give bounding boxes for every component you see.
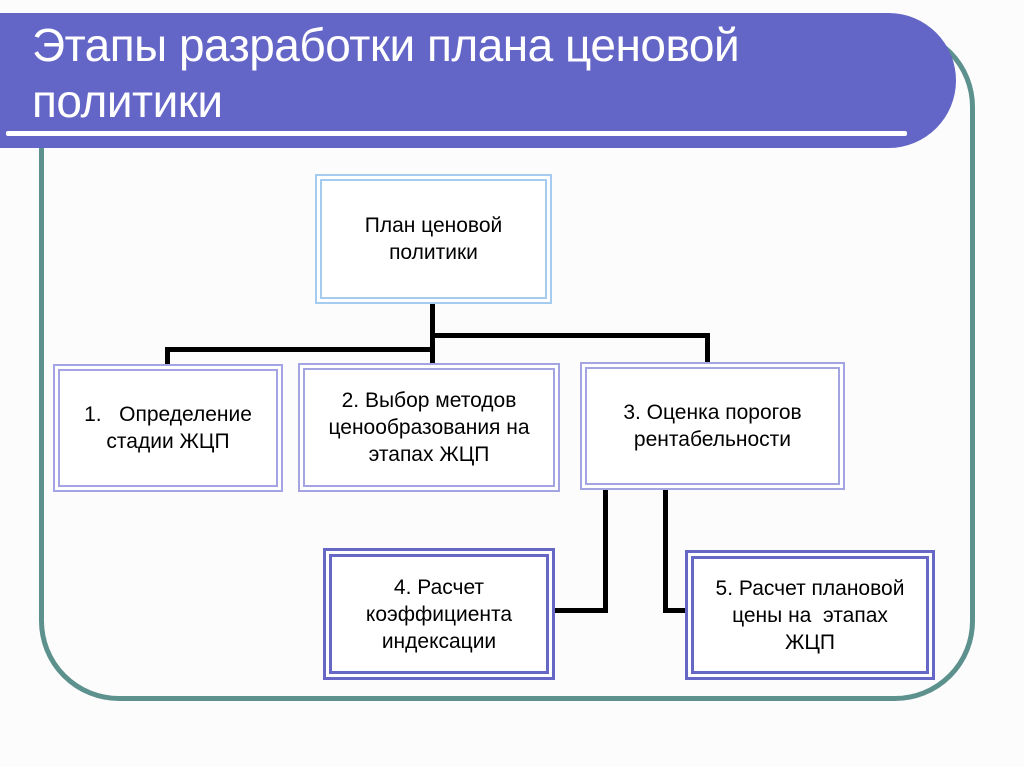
node-step-5-label: 5. Расчет плановой цены на этапах ЖЦП <box>715 576 905 654</box>
node-pricing-plan: План ценовой политики <box>315 174 552 304</box>
connector-root-stem <box>430 298 435 367</box>
connector-step3-to-step4-drop <box>603 488 608 613</box>
connector-step3-to-step5-drop <box>663 488 668 613</box>
connector-step3-to-step4-elbow <box>552 608 608 613</box>
node-step-3-label: 3. Оценка порогов рентабельности <box>623 401 802 451</box>
connector-step3-to-step5-elbow <box>665 608 687 613</box>
connector-right-horizontal <box>430 333 710 338</box>
title-bar: Этапы разработки плана ценовой политики <box>0 13 956 148</box>
node-step-5: 5. Расчет плановой цены на этапах ЖЦП <box>685 550 935 680</box>
connector-right-drop <box>705 333 710 366</box>
node-step-3: 3. Оценка порогов рентабельности <box>580 362 845 490</box>
node-step-1: 1. Определение стадии ЖЦП <box>53 364 283 492</box>
connector-left-horizontal <box>165 347 435 352</box>
node-step-1-label: 1. Определение стадии ЖЦП <box>84 403 252 453</box>
node-step-4-label: 4. Расчет коэффициента индексации <box>365 575 513 653</box>
node-step-2: 2. Выбор методов ценообразования на этап… <box>298 363 560 492</box>
node-step-4: 4. Расчет коэффициента индексации <box>323 548 555 680</box>
node-step-2-label: 2. Выбор методов ценообразования на этап… <box>328 389 530 466</box>
node-pricing-plan-label: План ценовой политики <box>364 214 503 264</box>
connector-left-drop <box>165 347 170 368</box>
slide-title: Этапы разработки плана ценовой политики <box>32 19 740 127</box>
title-underline <box>6 131 907 136</box>
